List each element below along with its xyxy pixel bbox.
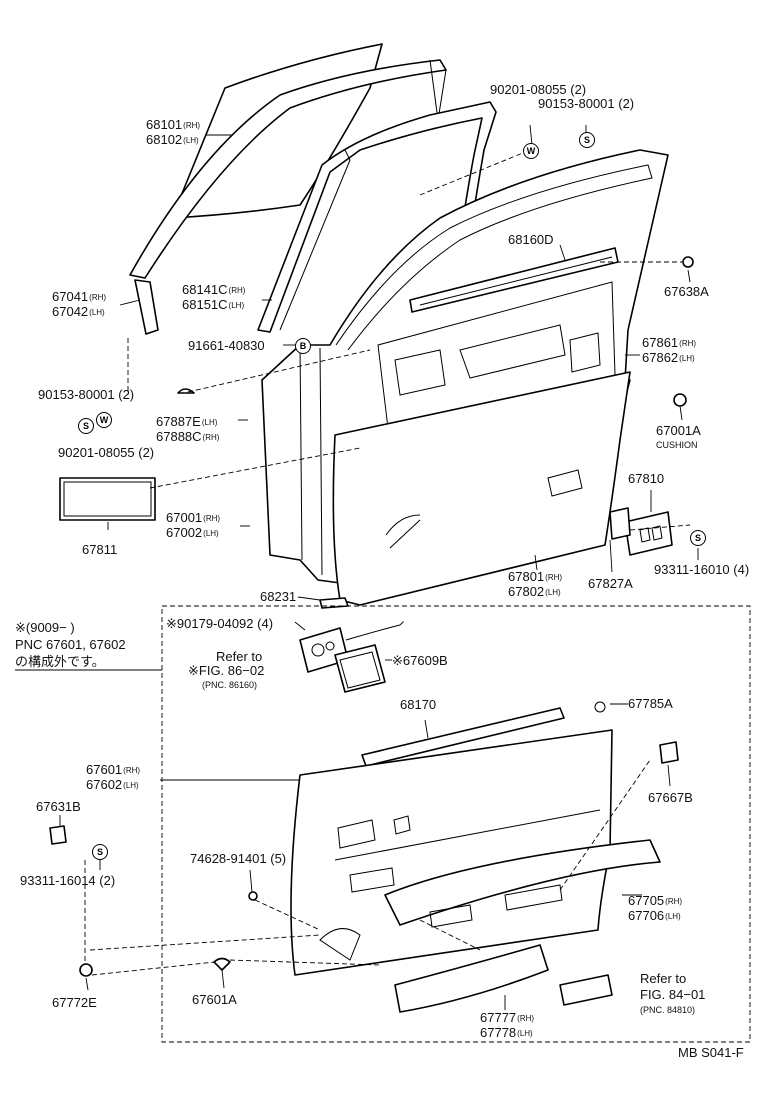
ref-fig-84-line3: (PNC. 84810) <box>640 1005 696 1015</box>
part-label-67801: 67801(RH) <box>508 569 563 584</box>
armrest <box>384 839 661 926</box>
part-label-67887e: 67887E(LH) <box>156 414 218 429</box>
washer-symbol: W <box>96 412 112 428</box>
part-label-74628: 74628-91401 (5) <box>190 851 287 866</box>
part-label-67778: 67778(LH) <box>480 1025 533 1040</box>
part-label-67609b: ※67609B <box>392 653 448 668</box>
clip-67772e <box>79 963 93 977</box>
clip-67601a <box>213 957 231 971</box>
part-label-67827a: 67827A <box>588 576 633 591</box>
note-line-3: の構成外です。 <box>15 654 105 669</box>
part-label-67785a: 67785A <box>628 696 673 711</box>
part-label-93311-left: 93311-16014 (2) <box>20 873 116 888</box>
glass-run-lower <box>134 279 159 335</box>
ref-fig-86-line1: Refer to <box>216 649 263 664</box>
part-label-68160d: 68160D <box>508 232 554 247</box>
part-label-90201-top: 90201-08055 (2) <box>490 82 587 97</box>
part-label-68151c: 68151C(LH) <box>182 297 245 312</box>
part-label-91661: 91661-40830 <box>188 338 265 353</box>
part-label-67802: 67802(LH) <box>508 584 561 599</box>
cushion-67001a <box>673 393 687 407</box>
part-label-90179: ※90179-04092 (4) <box>166 616 274 631</box>
part-label-67601a: 67601A <box>192 992 237 1007</box>
screw-symbol: S <box>690 530 706 546</box>
part-label-68170: 68170 <box>400 697 437 712</box>
diagram-code: MB S041-F <box>678 1045 744 1060</box>
part-label-90201-left: 90201-08055 (2) <box>58 445 155 460</box>
part-label-90153-top: 90153-80001 (2) <box>538 96 635 111</box>
part-label-67667b: 67667B <box>648 790 693 805</box>
part-label-67041: 67041(RH) <box>52 289 107 304</box>
part-label-93311-right: 93311-16010 (4) <box>654 562 750 577</box>
part-label-67706: 67706(LH) <box>628 908 681 923</box>
clip-68231 <box>319 597 349 609</box>
part-label-67631b: 67631B <box>36 799 81 814</box>
screw-74628 <box>248 891 258 901</box>
door-trim-panel <box>290 729 613 976</box>
retainer-68170 <box>361 707 565 767</box>
part-label-67601: 67601(RH) <box>86 762 141 777</box>
part-label-90153-left: 90153-80001 (2) <box>38 387 135 402</box>
ref-fig-86-line3: (PNC. 86160) <box>202 680 258 690</box>
part-label-67638a: 67638A <box>664 284 709 299</box>
part-label-67777: 67777(RH) <box>480 1010 535 1025</box>
part-label-67042: 67042(LH) <box>52 304 105 319</box>
lower-group-frame <box>161 605 751 1043</box>
part-label-68102: 68102(LH) <box>146 132 199 147</box>
part-label-67001: 67001(RH) <box>166 510 221 525</box>
ref-fig-84-line1: Refer to <box>640 971 687 986</box>
switch-cover <box>609 507 631 540</box>
screw-symbol: S <box>92 844 108 860</box>
part-label-67772e: 67772E <box>52 995 97 1010</box>
part-label-67001a: 67001A <box>656 423 701 438</box>
clip-67638a <box>682 256 694 268</box>
cushion-label: CUSHION <box>656 440 698 450</box>
note-line-1: ※(9009− ) <box>15 620 75 635</box>
washer-symbol: W <box>523 143 539 159</box>
part-label-68101: 68101(RH) <box>146 117 201 132</box>
bolt-symbol: B <box>295 338 311 354</box>
power-window-switch <box>559 974 613 1006</box>
part-label-67861: 67861(RH) <box>642 335 697 350</box>
part-label-67705: 67705(RH) <box>628 893 683 908</box>
part-label-68141c: 68141C(RH) <box>182 282 246 297</box>
part-label-67602: 67602(LH) <box>86 777 139 792</box>
note-line-2: PNC 67601, 67602 <box>15 637 126 652</box>
part-label-67811: 67811 <box>82 542 118 557</box>
screw-symbol: S <box>78 418 94 434</box>
ref-fig-84-line2: FIG. 84−01 <box>640 987 706 1002</box>
clip-67631b <box>49 825 67 845</box>
clip-67667b <box>659 741 679 764</box>
courtesy-lamp-lens <box>334 644 386 693</box>
part-label-67002: 67002(LH) <box>166 525 219 540</box>
pull-handle <box>394 944 549 1013</box>
door-trim-board <box>332 371 631 606</box>
screw-symbol: S <box>579 132 595 148</box>
part-label-68231: 68231 <box>260 589 297 604</box>
ref-fig-86-line2: ※FIG. 86−02 <box>188 663 265 678</box>
part-label-67810: 67810 <box>628 471 665 486</box>
trim-pad <box>59 477 156 521</box>
part-label-67862: 67862(LH) <box>642 350 695 365</box>
part-label-67888c: 67888C(RH) <box>156 429 220 444</box>
